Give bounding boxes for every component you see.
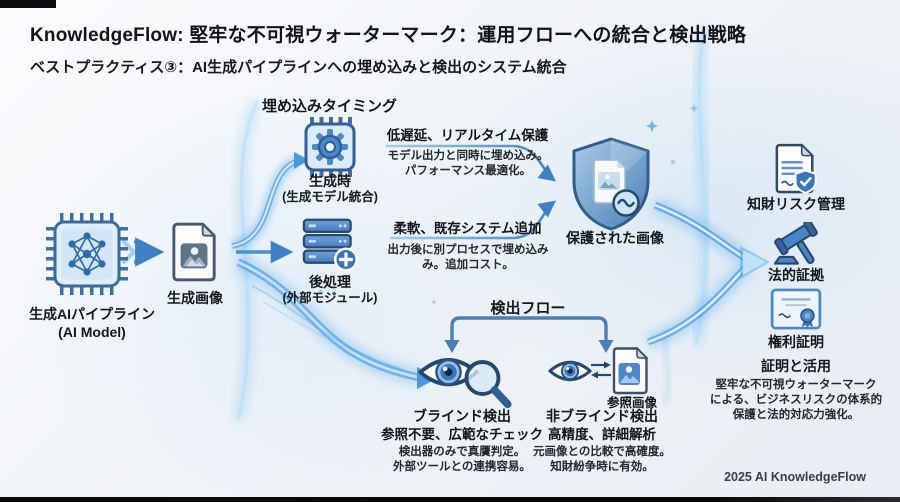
nonblind-detection-desc-2: 知財紛争時に有効。 — [550, 461, 654, 473]
gen-time-desc-1: モデル出力と同時に埋め込み。 — [387, 150, 549, 162]
eye-icon — [548, 357, 592, 385]
summary-line-1: 堅牢な不可視ウォーターマーク — [715, 379, 877, 391]
page-subtitle: ベストプラクティス③：AI生成パイプラインへの埋め込みと検出のシステム統合 — [30, 59, 567, 76]
summary-line-3: 保護と法的対応力強化。 — [732, 409, 860, 421]
top-left-bar — [0, 0, 56, 8]
post-process-benefit: 柔軟、既存システム追加 — [393, 221, 542, 236]
image-file-icon — [171, 222, 219, 282]
detection-header: 検出フロー — [490, 300, 566, 317]
nonblind-detection-desc-1: 元画像との比較で高確度。 — [533, 446, 671, 458]
nonblind-detection-title: 非ブラインド検出 — [546, 408, 658, 424]
embedding-header: 埋め込みタイミング — [262, 98, 398, 115]
post-process-desc-1: 出力後に別プロセスで埋め込み — [387, 244, 549, 256]
rights-proof-label: 権利証明 — [768, 334, 824, 350]
blind-detection-desc-2: 外部ツールとの連携容易。 — [393, 461, 531, 473]
certificate-icon — [770, 288, 822, 330]
post-process-label: 後処理 — [309, 274, 351, 290]
post-process-sublabel: (外部モジュール) — [282, 291, 378, 305]
protected-image-label: 保護された画像 — [566, 230, 664, 246]
source-label: 生成AIパイプライン — [29, 306, 155, 322]
reference-image-icon — [612, 347, 650, 396]
page-title: KnowledgeFlow: 堅牢な不可視ウォーターマーク：運用フローへの統合と… — [30, 25, 747, 46]
bottom-bar — [0, 497, 900, 502]
gen-time-benefit: 低遅延、リアルタイム保護 — [386, 128, 549, 143]
gen-time-sublabel: (生成モデル統合) — [282, 190, 378, 204]
ip-risk-label: 知財リスク管理 — [747, 196, 845, 212]
gen-time-desc-2: パフォーマンス最適化。 — [404, 165, 532, 177]
source-sublabel: (AI Model) — [58, 324, 126, 340]
gear-chip-icon — [302, 116, 358, 178]
shield-image-icon — [567, 136, 655, 232]
nonblind-detection-benefit: 高精度、詳細解析 — [548, 427, 656, 442]
transfer-arrows-icon — [589, 360, 613, 380]
blind-detection-title: ブラインド検出 — [413, 408, 511, 424]
gavel-icon — [771, 222, 821, 266]
document-shield-icon — [774, 143, 818, 195]
summary-line-2: による、ビジネスリスクの体系的 — [709, 394, 883, 406]
server-plus-icon — [302, 217, 360, 273]
blind-detection-desc-1: 検出器のみで真贋判定。 — [398, 446, 526, 458]
eye-magnifier-icon — [418, 346, 512, 410]
generated-image-label: 生成画像 — [167, 290, 223, 306]
blind-detection-benefit: 参照不要、広範なチェック — [381, 427, 543, 442]
reference-image-label: 参照画像 — [606, 396, 657, 410]
post-process-desc-2: み。追加コスト。 — [422, 259, 514, 271]
legal-evidence-label: 法的証拠 — [768, 267, 824, 283]
summary-title: 証明と活用 — [761, 358, 831, 374]
ai-chip-icon — [45, 212, 129, 296]
footer-credit: 2025 AI KnowledgeFlow — [724, 470, 866, 484]
gen-time-label: 生成時 — [309, 173, 351, 189]
